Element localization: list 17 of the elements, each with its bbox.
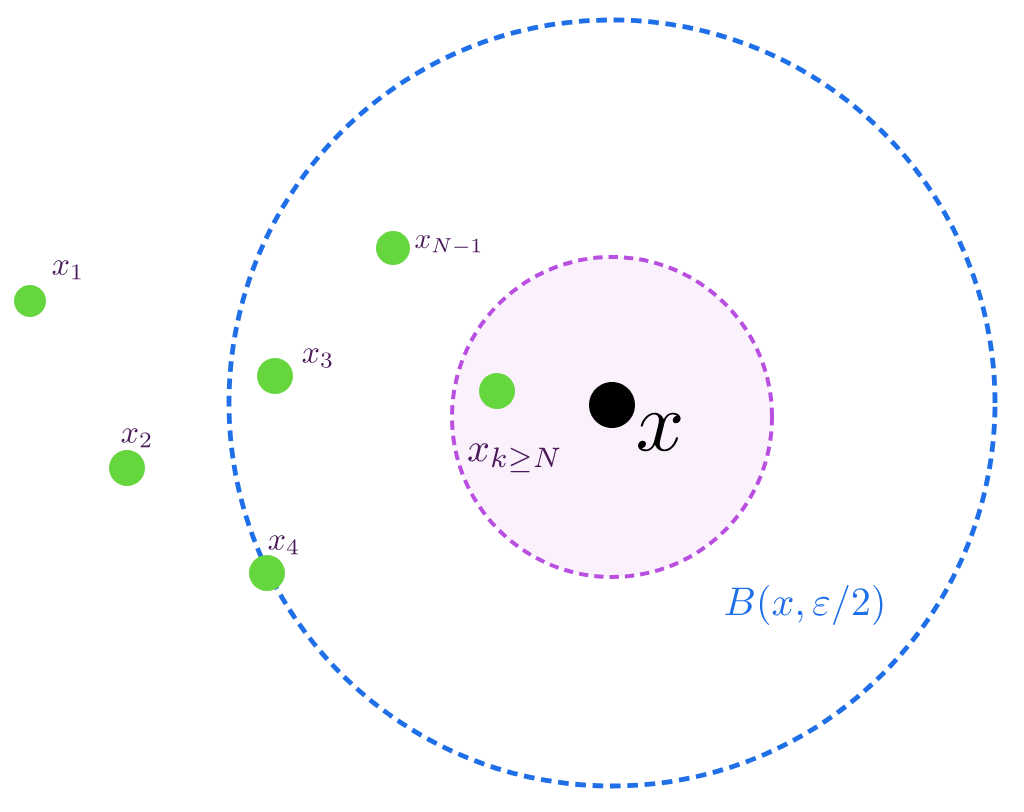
point-label: $x_2$ [121,428,151,448]
point-label: $x_4$ [268,535,298,555]
point [479,373,515,409]
point [376,231,410,265]
point [249,555,285,591]
dashed-circle [226,17,998,789]
point-label: $x_1$ [52,260,81,280]
point-label: $x_3$ [302,348,332,368]
shaded-disk [450,255,774,579]
point [109,450,145,486]
point [589,382,635,428]
point [14,285,46,317]
point [257,358,293,394]
point-label: $x$ [638,412,681,452]
point-label: $x_{N-1}$ [415,234,481,253]
point-label: $B(x,\varepsilon/2)$ [725,585,883,625]
point-label: $x_{k\geq N}$ [468,443,560,473]
